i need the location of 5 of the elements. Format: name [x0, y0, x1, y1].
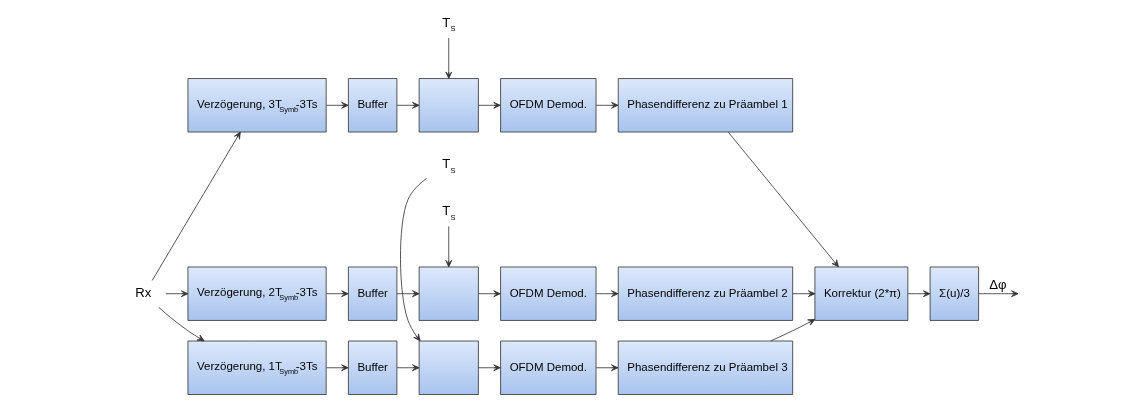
node-text: T$_{S}$: [442, 156, 456, 175]
node-text: Rx: [135, 284, 152, 300]
edge-label: Δφ: [989, 277, 1007, 293]
node-text: T$_{S}$: [442, 14, 456, 34]
node-text: T$_{S}$: [442, 203, 456, 222]
